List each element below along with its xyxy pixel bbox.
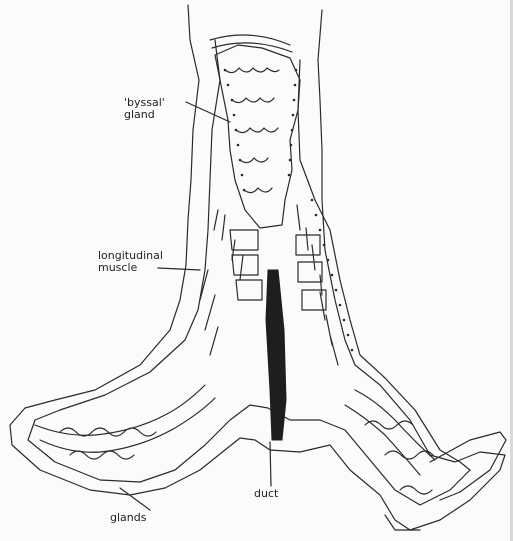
duct-label: duct: [254, 488, 278, 500]
byssal-gland-label: 'byssal' gland: [124, 97, 165, 121]
byssal-gland: [215, 45, 300, 228]
ray-lobe-right: [430, 432, 506, 500]
longitudinal-muscle-label: longitudinal muscle: [98, 250, 163, 274]
glands-label: glands: [110, 512, 146, 524]
duct-shape: [266, 270, 286, 440]
